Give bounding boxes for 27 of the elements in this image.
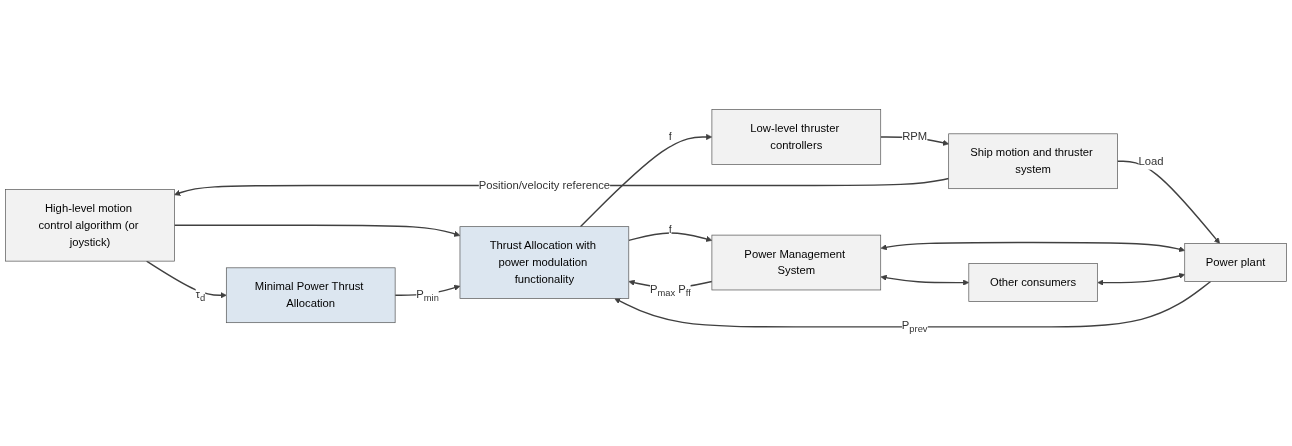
arrow (880, 274, 970, 286)
node-box: Power plant (1184, 243, 1287, 282)
node-box: High-level motion control algorithm (or joystick) (5, 189, 175, 262)
arrow (173, 224, 461, 237)
edge-label: P$_{prev}$ (901, 319, 928, 335)
edge-label: f (668, 223, 672, 236)
edge-label: Load (1138, 154, 1164, 167)
arrow (579, 133, 713, 228)
edge-label: RPM (902, 130, 928, 143)
arrow (628, 232, 713, 242)
node-box: Ship motion and thruster system (948, 133, 1118, 190)
node-box: Other consumers (968, 263, 1098, 302)
arrow (1116, 160, 1220, 244)
arrow (145, 260, 227, 299)
node-box: Thrust Allocation with power modulation functionality (459, 226, 630, 299)
edge-label: f (668, 130, 672, 143)
node-box: Low-level thruster controllers (711, 109, 882, 165)
arrow (1097, 272, 1185, 286)
edge-label: P$_{min}$ (416, 287, 439, 303)
edge-label: P$_{max}$ P$_{ff}$ (649, 283, 691, 299)
node-box: Power Management System (711, 234, 882, 291)
arrow (394, 284, 461, 296)
arrow (880, 241, 1185, 253)
arrow (174, 177, 950, 196)
edge-label: Position/velocity reference (478, 179, 611, 192)
node-box: Minimal Power Thrust Allocation (225, 267, 396, 324)
edge-label: τ$_{d}$ (195, 287, 206, 303)
